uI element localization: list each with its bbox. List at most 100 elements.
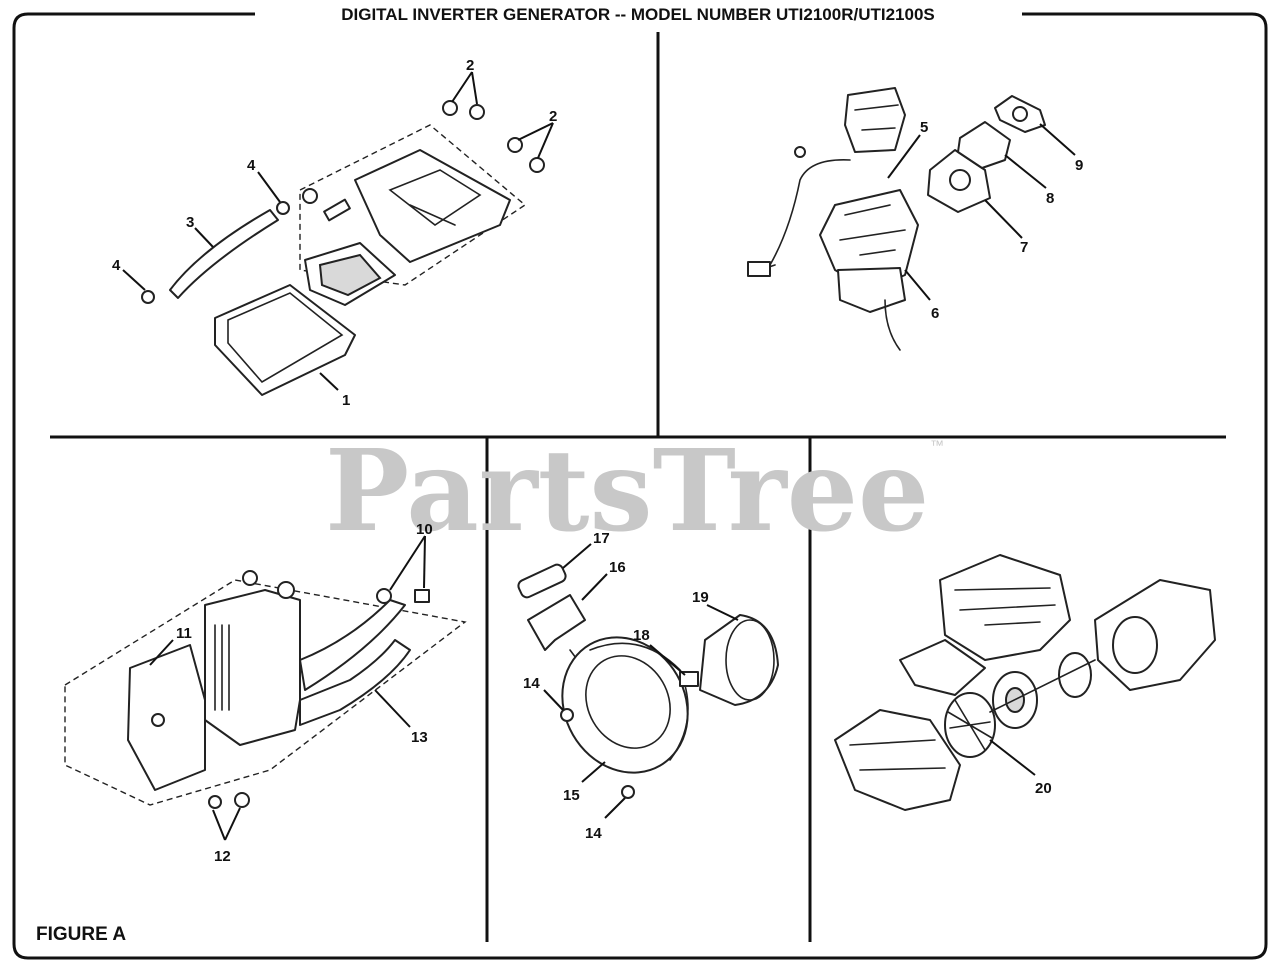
spacer-8 <box>957 121 1011 169</box>
carb-cap-detail <box>854 104 899 131</box>
callout-6: 6 <box>931 305 939 322</box>
leader-14a <box>543 689 564 711</box>
leader-16 <box>581 573 608 601</box>
bracket-plate <box>899 639 986 696</box>
leader-2a-2 <box>471 71 478 105</box>
cylinder-head <box>354 149 511 263</box>
callout-8: 8 <box>1046 190 1054 207</box>
callout-7: 7 <box>1020 239 1028 256</box>
callout-5: 5 <box>920 119 928 136</box>
exhaust-pipe-13 <box>299 599 406 691</box>
carb-bowl <box>837 267 906 313</box>
panel-recoil-starter: 14 14 15 16 17 18 19 <box>517 530 779 842</box>
callout-2b: 2 <box>549 108 557 125</box>
leader-8 <box>1004 154 1047 189</box>
callout-18: 18 <box>633 627 650 644</box>
leader-19 <box>706 604 739 621</box>
callout-9: 9 <box>1075 157 1083 174</box>
callout-12: 12 <box>214 848 231 865</box>
callout-2a: 2 <box>466 57 474 74</box>
callout-3: 3 <box>186 214 194 231</box>
cylinder-head-detail <box>388 169 482 226</box>
leader-14b <box>604 797 626 819</box>
panel-carburetor: 5 6 7 8 9 <box>747 87 1083 351</box>
valve-cover-gasket-shape <box>318 253 382 297</box>
grip-17 <box>517 563 567 599</box>
fitting <box>302 188 318 204</box>
callout-19: 19 <box>692 589 709 606</box>
leader-17 <box>562 543 592 569</box>
leader-12-1 <box>212 809 226 841</box>
flywheel-fins <box>947 699 993 751</box>
leader-5 <box>887 134 921 179</box>
muffler-nut-top-2 <box>277 581 295 599</box>
callout-20: 20 <box>1035 780 1052 797</box>
exhaust-pipe-lower <box>299 639 411 726</box>
valve-cover-dashed-outline <box>299 124 527 286</box>
leader-6 <box>904 269 931 301</box>
leader-3 <box>194 227 214 248</box>
leader-4b <box>122 269 146 291</box>
callout-13: 13 <box>411 729 428 746</box>
muffler-body <box>204 589 301 746</box>
leader-10-1 <box>389 535 426 591</box>
leader-1 <box>319 372 339 391</box>
leader-9 <box>1039 123 1076 156</box>
leader-7 <box>984 199 1023 239</box>
heat-shield-hole <box>151 713 165 727</box>
handle-16 <box>527 594 586 651</box>
callout-1: 1 <box>342 392 350 409</box>
leader-20 <box>989 739 1036 776</box>
callout-16: 16 <box>609 559 626 576</box>
figure-label: FIGURE A <box>36 924 126 945</box>
small-plate <box>323 198 351 222</box>
gasket-7-hole <box>949 169 971 191</box>
leader-2a-1 <box>451 71 473 103</box>
carb-top-cap <box>844 87 906 153</box>
callout-4a: 4 <box>247 157 256 174</box>
fan <box>1058 652 1092 698</box>
muffler-nut-top-1 <box>242 570 258 586</box>
carb-screw <box>794 146 806 158</box>
callout-17: 17 <box>593 530 610 547</box>
bolt-2a-1 <box>442 100 458 116</box>
muffler-bolt-12-1 <box>208 795 222 809</box>
panel-generator-assembly: 20 <box>834 554 1216 811</box>
leader-13 <box>374 689 411 728</box>
leader-12-2 <box>224 807 241 841</box>
hose-clamp-bottom <box>141 290 155 304</box>
panel-muffler: 10 11 12 13 <box>64 521 467 865</box>
callout-15: 15 <box>563 787 580 804</box>
callout-14b: 14 <box>585 825 602 842</box>
muffler-bolt-10-1 <box>376 588 392 604</box>
carb-detail <box>839 204 906 256</box>
leader-4a <box>257 171 281 203</box>
leader-11 <box>149 639 174 666</box>
starter-cup-19 <box>699 614 779 706</box>
leader-2b-2 <box>537 122 554 159</box>
gasket-1-inner <box>227 292 344 384</box>
leader-18 <box>649 644 686 676</box>
muffler-bolt-10-2 <box>414 589 430 603</box>
bolt-2a-2 <box>469 104 485 120</box>
breather-hose <box>169 209 279 299</box>
bolt-2b-1 <box>507 137 523 153</box>
gasket-9-hole <box>1012 106 1028 122</box>
engine-cover-right-hub <box>1112 616 1158 674</box>
watermark-trademark: ™ <box>930 437 944 453</box>
carb-connector <box>747 261 771 277</box>
recoil-housing-inner <box>585 655 671 749</box>
muffler-vents <box>214 624 230 711</box>
leader-10-2 <box>423 535 426 589</box>
muffler-bolt-12-2 <box>234 792 250 808</box>
shaft <box>989 659 1096 713</box>
callout-4b: 4 <box>112 257 121 274</box>
watermark: PartsTree <box>325 426 929 557</box>
panel-valve-cover: 1 2 2 3 4 4 <box>112 57 557 409</box>
callout-10: 10 <box>416 521 433 538</box>
heat-shield-11 <box>127 644 206 791</box>
leader-2b-1 <box>517 122 554 141</box>
outer-frame <box>12 12 1268 960</box>
hose-clamp-top <box>276 201 290 215</box>
